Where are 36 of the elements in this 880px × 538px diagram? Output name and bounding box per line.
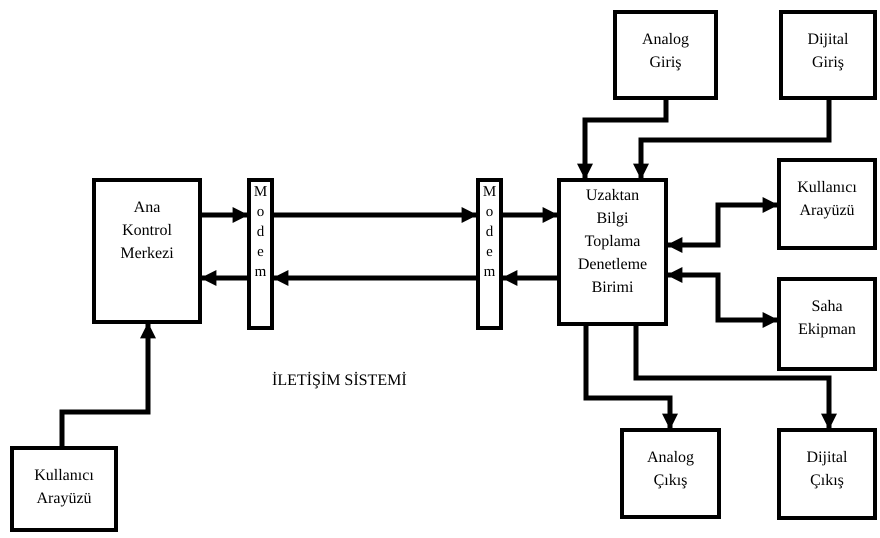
node-label: Kullanıcı Arayüzü bbox=[33, 466, 95, 509]
arrow bbox=[501, 270, 557, 286]
node-label: Dijital Çıkış bbox=[806, 448, 848, 491]
process-box bbox=[557, 178, 668, 326]
process-box bbox=[10, 446, 118, 532]
arrow bbox=[584, 326, 678, 430]
process-box bbox=[777, 277, 877, 371]
arrow bbox=[634, 326, 837, 430]
arrow bbox=[503, 207, 559, 223]
node-label: Uzaktan Bilgi Toplama Denetleme Birimi bbox=[576, 186, 648, 298]
node-label: Analog Giriş bbox=[640, 30, 690, 73]
node-label: Modem bbox=[482, 183, 496, 282]
arrow bbox=[202, 207, 249, 223]
process-box bbox=[620, 428, 721, 519]
arrow bbox=[272, 270, 476, 286]
process-box bbox=[92, 178, 202, 324]
process-box bbox=[613, 10, 718, 100]
arrow bbox=[666, 267, 779, 328]
process-box bbox=[779, 10, 877, 100]
node-label: Dijital Giriş bbox=[806, 30, 850, 73]
arrow bbox=[577, 100, 668, 180]
modem-box bbox=[247, 178, 274, 330]
arrow bbox=[633, 100, 832, 180]
arrow bbox=[200, 270, 247, 286]
arrow bbox=[666, 197, 779, 253]
section-label: İLETİŞİM SİSTEMİ bbox=[272, 372, 407, 390]
process-box bbox=[777, 158, 877, 250]
node-label: Analog Çıkış bbox=[646, 448, 696, 491]
arrow bbox=[274, 207, 478, 223]
node-label: Modem bbox=[254, 183, 268, 282]
process-box bbox=[777, 428, 877, 520]
modem-box bbox=[476, 178, 503, 330]
arrow bbox=[60, 322, 156, 446]
node-label: Kullanıcı Arayüzü bbox=[796, 178, 858, 221]
node-label: Saha Ekipman bbox=[797, 297, 857, 340]
node-label: Ana Kontrol Merkezi bbox=[119, 198, 175, 264]
